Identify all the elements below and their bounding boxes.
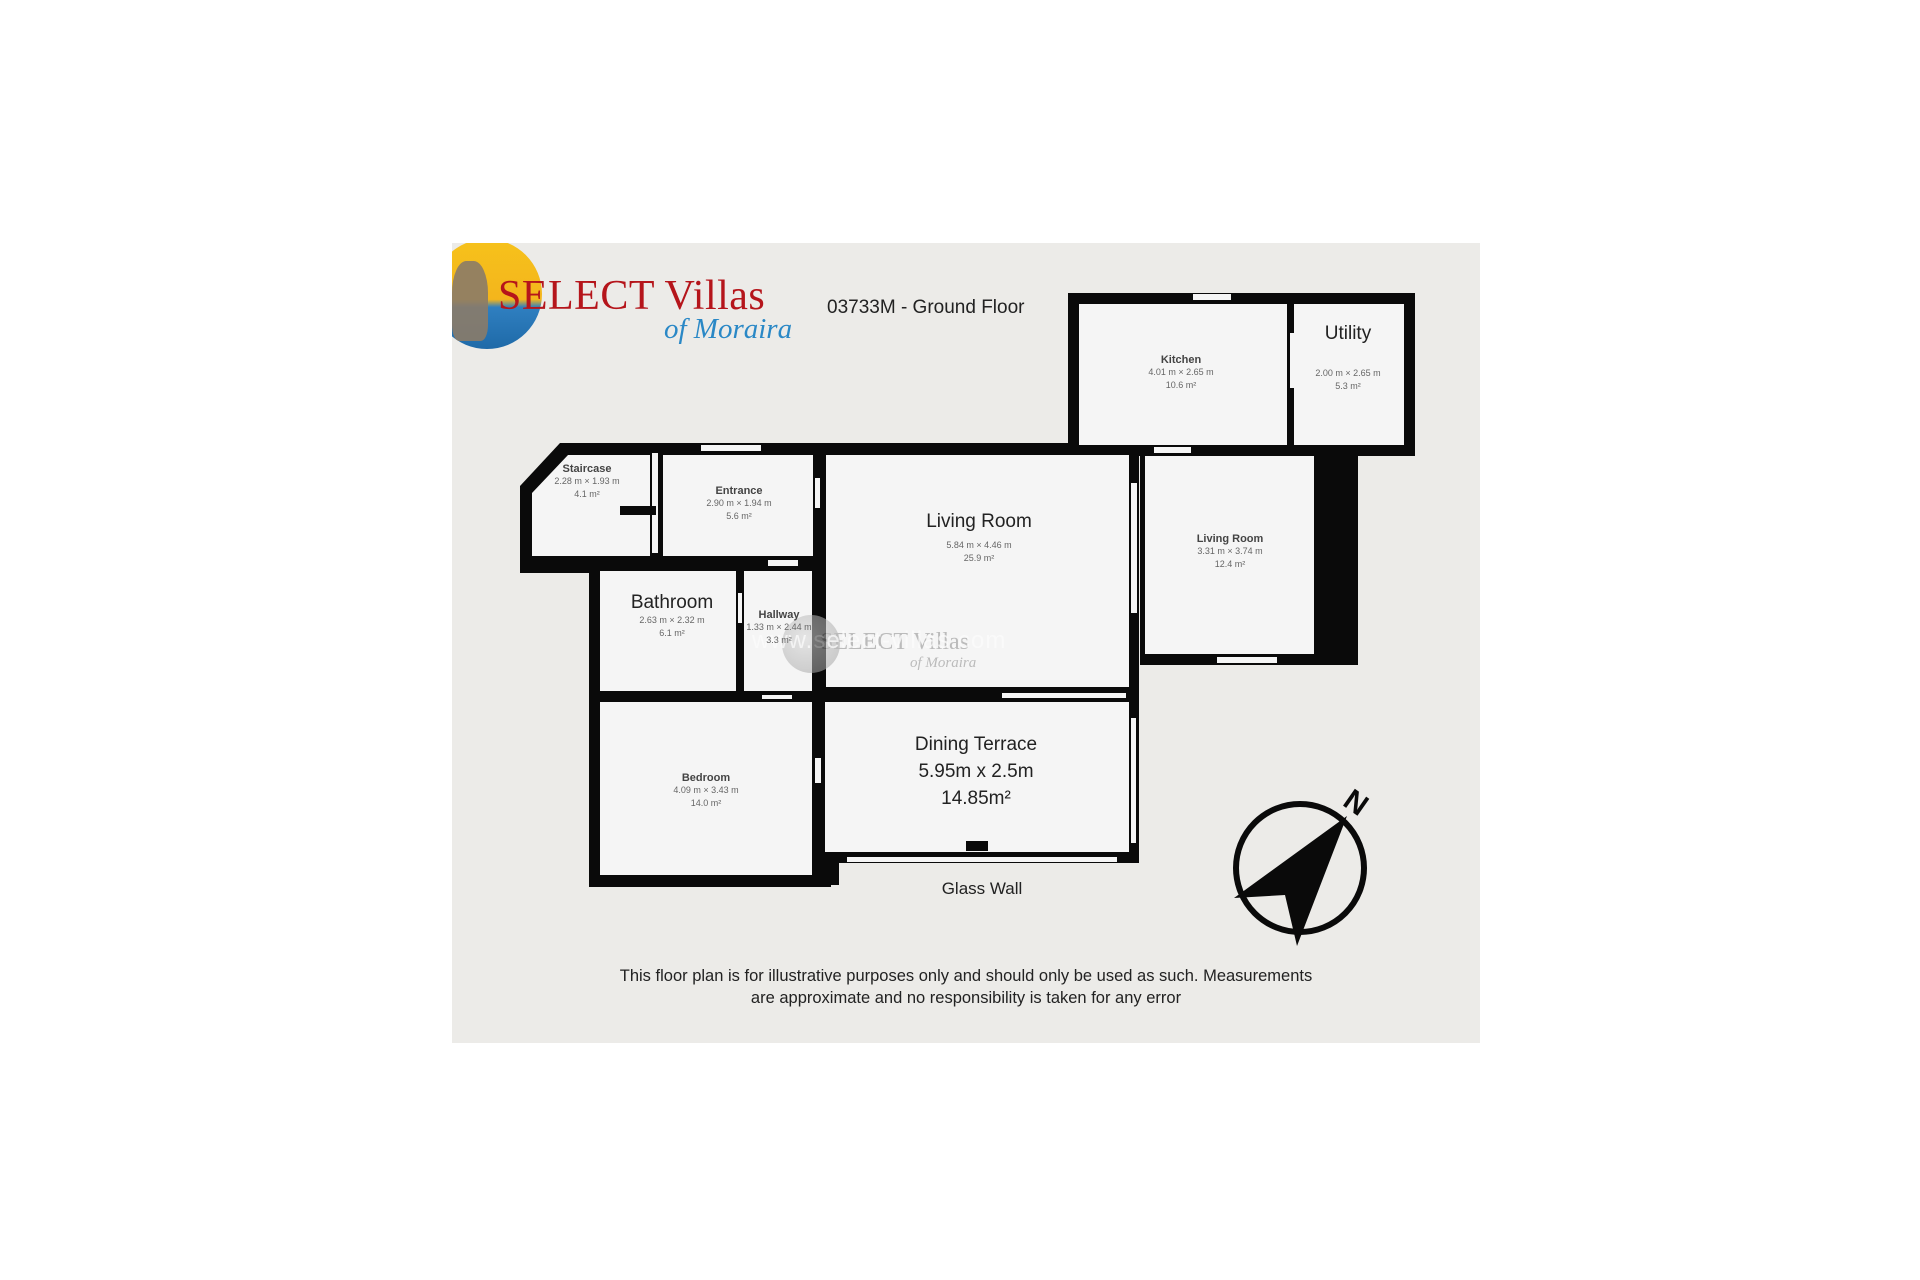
staircase-floor: [532, 455, 650, 556]
room-dimensions: 1.33 m × 2.44 m: [746, 622, 812, 632]
room-area: 6.1 m²: [659, 628, 685, 638]
room-name: Living Room: [926, 511, 1032, 532]
disclaimer: This floor plan is for illustrative purp…: [452, 965, 1480, 1009]
watermark-title: SELECT Villas: [820, 629, 970, 655]
room-name: Dining Terrace: [914, 734, 1038, 755]
openings: [652, 294, 1294, 862]
watermark-logo-icon: [782, 615, 840, 673]
room-staircase: Staircase 2.28 m × 1.93 m 4.1 m²: [554, 463, 619, 501]
room-area: 5.6 m²: [726, 511, 752, 521]
logo-subtitle: of Moraira: [664, 313, 793, 345]
room-dimensions: 4.09 m × 3.43 m: [673, 785, 739, 795]
room-bathroom: Bathroom 2.63 m × 2.32 m 6.1 m²: [631, 592, 713, 640]
logo-figure-icon: [452, 261, 488, 341]
room-name: Bathroom: [630, 592, 714, 613]
room-entrance: Entrance 2.90 m × 1.94 m 5.6 m²: [706, 485, 771, 523]
room-dining-terrace: Dining Terrace 5.95m x 2.5m 14.85m²: [915, 731, 1037, 812]
room-dimensions: 5.95m x 2.5m: [918, 761, 1034, 782]
brand-logo: SELECT Villas of Moraira: [452, 243, 812, 353]
watermark: SELECT Villas of Moraira www.select-vill…: [752, 615, 1042, 679]
watermark-subtitle: of Moraira: [910, 655, 977, 671]
room-name: Kitchen: [1160, 354, 1202, 366]
room-utility-title: Utility: [1325, 323, 1371, 345]
kitchen-floor: [1079, 304, 1287, 445]
disclaimer-line-2: are approximate and no responsibility is…: [750, 989, 1182, 1007]
watermark-url: www.select-villas.com: [752, 627, 1007, 654]
room-name: Utility: [1324, 323, 1372, 344]
floors: [532, 304, 1404, 875]
room-name: Bedroom: [681, 772, 731, 784]
room-area: 3.3 m²: [766, 635, 792, 645]
room-hallway: Hallway 1.33 m × 2.44 m 3.3 m²: [746, 609, 811, 647]
floor-plan-drawing: [520, 293, 1415, 887]
plan-title: 03733M - Ground Floor: [827, 297, 1025, 318]
room-utility: 2.00 m × 2.65 m 5.3 m²: [1315, 367, 1380, 393]
glass-wall-label: Glass Wall: [941, 879, 1023, 898]
room-area: 5.3 m²: [1335, 381, 1361, 391]
room-living-room: Living Room 5.84 m × 4.46 m 25.9 m²: [926, 511, 1032, 565]
room-area: 12.4 m²: [1214, 559, 1246, 569]
utility-floor: [1294, 304, 1404, 445]
room-dimensions: 2.90 m × 1.94 m: [706, 498, 772, 508]
room-dimensions: 4.01 m × 2.65 m: [1148, 367, 1214, 377]
north-compass-icon: N: [1233, 783, 1372, 946]
entrance-floor: [663, 455, 813, 556]
room-name: Hallway: [758, 609, 800, 621]
living-room-2-floor: [1145, 456, 1314, 654]
fixtures: [620, 506, 988, 851]
living-room-floor: [826, 455, 1129, 687]
room-area: 25.9 m²: [963, 553, 995, 563]
bedroom-floor: [600, 702, 812, 875]
room-name: Staircase: [562, 463, 612, 475]
room-area: 10.6 m²: [1165, 380, 1197, 390]
room-dimensions: 5.84 m × 4.46 m: [946, 540, 1012, 550]
room-name: Entrance: [715, 485, 763, 497]
room-dimensions: 2.63 m × 2.32 m: [639, 615, 705, 625]
room-bedroom: Bedroom 4.09 m × 3.43 m 14.0 m²: [673, 772, 738, 810]
logo-title: SELECT Villas: [498, 273, 766, 319]
room-name: Living Room: [1196, 533, 1264, 545]
room-dimensions: 2.00 m × 2.65 m: [1315, 368, 1381, 378]
room-kitchen: Kitchen 4.01 m × 2.65 m 10.6 m²: [1148, 354, 1213, 392]
disclaimer-line-1: This floor plan is for illustrative purp…: [619, 967, 1313, 985]
room-living-room-2: Living Room 3.31 m × 3.74 m 12.4 m²: [1197, 533, 1264, 571]
room-dimensions: 2.28 m × 1.93 m: [554, 476, 620, 486]
dining-terrace-floor: [825, 702, 1129, 852]
floor-plan-card: SELECT Villas of Moraira 03733M - Ground…: [452, 243, 1480, 1043]
room-dimensions: 3.31 m × 3.74 m: [1197, 546, 1263, 556]
bathroom-floor: [600, 571, 736, 691]
room-area: 4.1 m²: [574, 489, 600, 499]
room-area: 14.85m²: [941, 788, 1011, 809]
room-area: 14.0 m²: [690, 798, 722, 808]
